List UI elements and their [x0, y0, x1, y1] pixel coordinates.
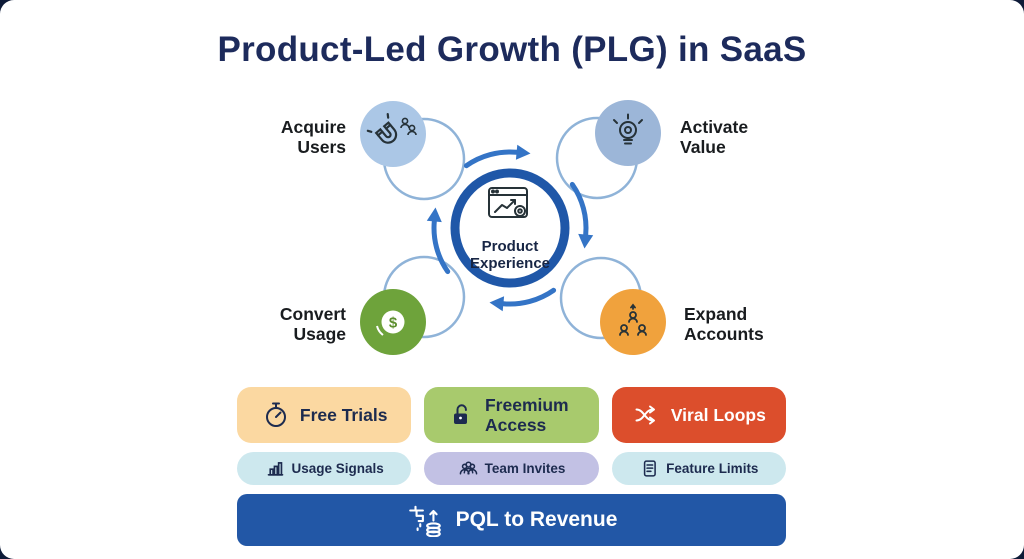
node-label-line: Activate — [680, 117, 749, 137]
node-circle-expand-accounts — [600, 289, 666, 355]
pill-label: Team Invites — [484, 461, 566, 476]
bar-chart-icon — [265, 458, 286, 479]
node-label-line: Accounts — [684, 324, 764, 345]
pill-freemium-access: Freemium Access — [424, 387, 599, 443]
dollar-glyph: $ — [389, 315, 398, 332]
arrowhead-bottom-icon — [489, 296, 505, 312]
cycle-arc-bottom — [500, 287, 557, 307]
pql-to-revenue-bar: PQL to Revenue — [237, 494, 786, 546]
pill-team-invites: Team Invites — [424, 452, 599, 485]
node-label-expand-accounts: Expand Accounts — [684, 304, 764, 344]
page-title: Product-Led Growth (PLG) in SaaS — [217, 30, 807, 69]
people-network-icon — [619, 303, 647, 336]
center-ring — [450, 168, 570, 288]
tactics-row-2: Usage Signals Team Invites — [237, 452, 786, 485]
pill-feature-limits: Feature Limits — [611, 452, 786, 485]
tactics-row-1: Free Trials Freemium Access — [237, 387, 786, 443]
cycle-arc-top — [463, 149, 520, 169]
lightbulb-icon — [613, 113, 643, 145]
share-arrows-icon — [632, 400, 662, 430]
stopwatch-icon — [261, 400, 291, 430]
node-label-line: Acquire — [280, 117, 346, 137]
node-label-line: Value — [680, 137, 726, 158]
pill-viral-loops: Viral Loops — [611, 387, 786, 443]
arrowhead-top-icon — [515, 144, 531, 160]
pill-label: Free Trials — [299, 404, 388, 425]
pill-label: Usage Signals — [291, 461, 384, 476]
pill-label: Feature Limits — [666, 461, 759, 476]
funnel-coins-icon — [406, 503, 444, 537]
pill-label: Viral Loops — [670, 404, 766, 425]
dollar-coin-icon: $ — [376, 310, 405, 336]
arrowhead-left-icon — [426, 207, 442, 223]
center-label-line1: Product — [482, 238, 539, 255]
cycle-arc-left — [431, 218, 451, 275]
pill-free-trials: Free Trials — [237, 387, 412, 443]
node-label-convert-usage: Convert Usage — [280, 304, 346, 344]
node-label-acquire-users: Acquire Users — [281, 117, 346, 157]
cycle-arrowheads — [426, 144, 594, 312]
open-padlock-icon — [446, 400, 476, 430]
magnet-icon — [366, 112, 398, 144]
feature-list-icon — [639, 458, 660, 479]
team-icon — [458, 458, 479, 479]
node-label-line: Expand — [684, 304, 748, 324]
pill-label: Freemium Access — [484, 394, 569, 435]
node-circle-acquire-users — [360, 101, 426, 167]
cycle-arc-right — [569, 181, 589, 238]
node-label-line: Users — [297, 137, 346, 158]
center-label-line2: Experience — [470, 255, 550, 272]
browser-gear-chart-icon — [488, 187, 528, 218]
node-label-line: Convert — [279, 304, 346, 324]
magnet-users-icon — [400, 117, 417, 136]
node-label-line: Usage — [293, 324, 346, 345]
cycle-arrows — [431, 149, 589, 307]
pill-usage-signals: Usage Signals — [237, 452, 412, 485]
arrowhead-right-icon — [578, 233, 594, 249]
footer-label: PQL to Revenue — [455, 508, 618, 531]
node-label-activate-value: Activate Value — [680, 117, 748, 157]
